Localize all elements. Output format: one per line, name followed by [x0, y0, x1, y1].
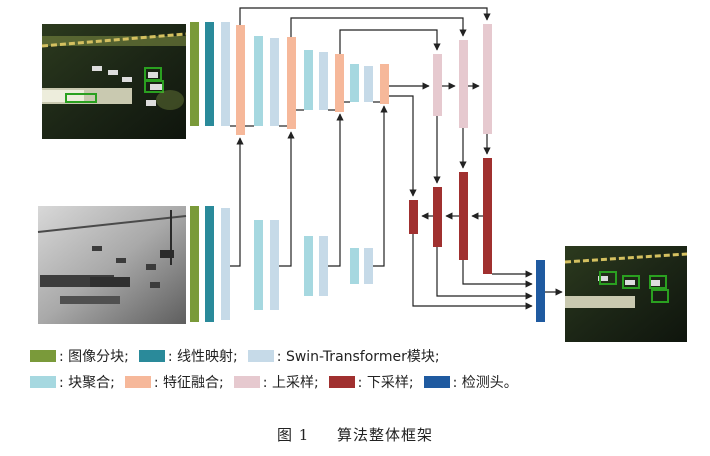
figure-caption: 图 1 算法整体框架 [0, 424, 710, 445]
figure-title: 算法整体框架 [337, 426, 434, 444]
infrared-linear-embedding [205, 206, 214, 322]
visible-merge-1 [254, 36, 263, 126]
legend-label: : 块聚合; [59, 375, 115, 391]
downsample-1 [409, 200, 418, 234]
visible-merge-2 [304, 50, 313, 110]
legend-row-1: : 图像分块; : 线性映射; : Swin-Transformer模块; [30, 346, 450, 366]
legend-label: : 特征融合; [153, 375, 224, 391]
detection-head-swatch [423, 376, 450, 388]
infrared-merge-3 [350, 248, 359, 284]
swin-block-swatch [247, 350, 274, 362]
downsample-swatch [328, 376, 355, 388]
legend-label: : 线性映射; [167, 349, 238, 365]
visible-fusion-1 [236, 25, 245, 135]
visible-light-input-image [41, 24, 187, 139]
legend-item: : 图像分块; [30, 346, 129, 366]
upsample-2 [459, 40, 468, 128]
infrared-patch-partition [190, 206, 199, 322]
legend-item: : Swin-Transformer模块; [247, 346, 440, 366]
legend-item: : 下采样; [328, 372, 414, 392]
legend-item: : 块聚合; [30, 372, 115, 392]
legend-item: : 检测头。 [423, 372, 518, 392]
visible-swin-block-4 [364, 66, 373, 102]
visible-fusion-2 [287, 37, 296, 129]
linear-embedding-swatch [138, 350, 165, 362]
visible-fusion-3 [335, 54, 344, 112]
infrared-input-image [37, 206, 187, 324]
detection-output-image [564, 246, 688, 342]
upsample-3 [483, 24, 492, 134]
visible-swin-block-2 [270, 38, 279, 126]
visible-fusion-4 [380, 64, 389, 104]
infrared-swin-block-4 [364, 248, 373, 284]
infrared-swin-block-2 [270, 220, 279, 310]
legend-label: : Swin-Transformer模块; [276, 349, 440, 365]
feature-fusion-swatch [124, 376, 151, 388]
figure-number: 图 1 [276, 426, 310, 444]
downsample-2 [433, 187, 442, 247]
infrared-swin-block-3 [319, 236, 328, 296]
infrared-swin-block-1 [221, 208, 230, 320]
upsample-1 [433, 54, 442, 116]
legend-label: : 下采样; [357, 375, 414, 391]
upsample-swatch [233, 376, 260, 388]
legend-item: : 上采样; [233, 372, 319, 392]
infrared-merge-2 [304, 236, 313, 296]
legend-label: : 图像分块; [59, 349, 129, 365]
legend-row-2: : 块聚合; : 特征融合; : 上采样; : 下采样; : 检测头。 [30, 372, 528, 392]
visible-linear-embedding [205, 22, 214, 126]
legend-label: : 上采样; [262, 375, 319, 391]
infrared-merge-1 [254, 220, 263, 310]
patch-merging-swatch [30, 376, 56, 388]
legend-item: : 特征融合; [124, 372, 224, 392]
visible-swin-block-1 [221, 22, 230, 126]
downsample-4 [483, 158, 492, 274]
connector-lines [230, 7, 563, 310]
patch-partition-swatch [30, 350, 56, 362]
legend-label: : 检测头。 [452, 375, 518, 391]
visible-merge-3 [350, 64, 359, 102]
legend-item: : 线性映射; [138, 346, 238, 366]
visible-swin-block-3 [319, 52, 328, 110]
detection-head [536, 260, 545, 322]
downsample-3 [459, 172, 468, 260]
visible-patch-partition [190, 22, 199, 126]
legend: : 图像分块; : 线性映射; : Swin-Transformer模块; : … [30, 346, 690, 394]
